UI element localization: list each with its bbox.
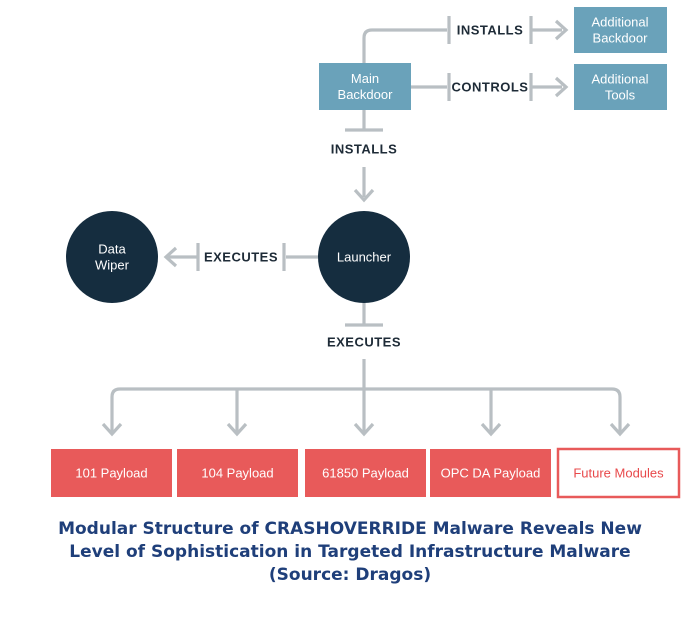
arrow-to-payload-4-icon [480,422,502,437]
data-wiper-label-line-1: Data [98,242,126,257]
executes-down-label: EXECUTES [327,335,401,350]
figure-caption: Modular Structure of CRASHOVERRIDE Malwa… [0,518,700,587]
arrow-to-additional-backdoor-icon [554,19,569,41]
launcher-label-line-1: Launcher [337,250,392,265]
controls-label: CONTROLS [452,80,529,95]
connector-main-to-installs [362,28,447,63]
payload-box-2 [177,449,298,497]
arrow-to-payload-2-icon [226,422,248,437]
main-backdoor-box [319,63,411,110]
payload-label-4-line-1: OPC DA Payload [441,466,541,481]
data-wiper-label-line-2: Wiper [95,258,130,273]
arrow-to-payload-3-icon [353,422,375,437]
installs-top-label: INSTALLS [457,23,524,38]
additional-tools-box [574,64,667,110]
main-backdoor-label-line-2: Backdoor [338,87,394,102]
future-modules-label-line-1: Future Modules [573,466,664,481]
data-wiper-circle [66,211,158,303]
additional-backdoor-label-line-2: Backdoor [593,31,649,46]
payload-label-3-line-1: 61850 Payload [322,466,409,481]
additional-backdoor-box [574,7,667,53]
additional-tools-label-line-2: Tools [605,88,636,103]
payload-box-1 [51,449,172,497]
edge-labels: INSTALLS CONTROLS INSTALLS EXECUTES EXECUTES [204,23,529,350]
caption-line-3: (Source: Dragos) [268,565,432,585]
launcher-circle [318,211,410,303]
payload-label-1-line-1: 101 Payload [75,466,147,481]
installs-mid-label: INSTALLS [331,142,398,157]
payload-box-4 [430,449,551,497]
connector-lines [101,16,631,437]
main-backdoor-label-line-1: Main [351,71,379,86]
arrow-to-payload-5-icon [609,422,631,437]
caption-line-1: Modular Structure of CRASHOVERRIDE Malwa… [58,519,642,539]
payload-label-2-line-1: 104 Payload [201,466,273,481]
arrow-to-additional-tools-icon [554,76,569,98]
future-modules-box [556,447,681,499]
additional-backdoor-label-line-1: Additional [591,15,648,30]
executes-left-label: EXECUTES [204,250,278,265]
arrow-to-payload-1-icon [101,422,123,437]
arrow-to-data-wiper-icon [163,246,178,268]
caption-line-2: Level of Sophistication in Targeted Infr… [69,542,631,562]
payload-bus [110,387,622,432]
diagram-nodes: MainBackdoorAdditionalBackdoorAdditional… [51,7,681,499]
additional-tools-label-line-1: Additional [591,72,648,87]
payload-box-3 [305,449,426,497]
arrow-to-launcher-icon [353,188,375,203]
diagram-canvas: MainBackdoorAdditionalBackdoorAdditional… [51,7,681,499]
